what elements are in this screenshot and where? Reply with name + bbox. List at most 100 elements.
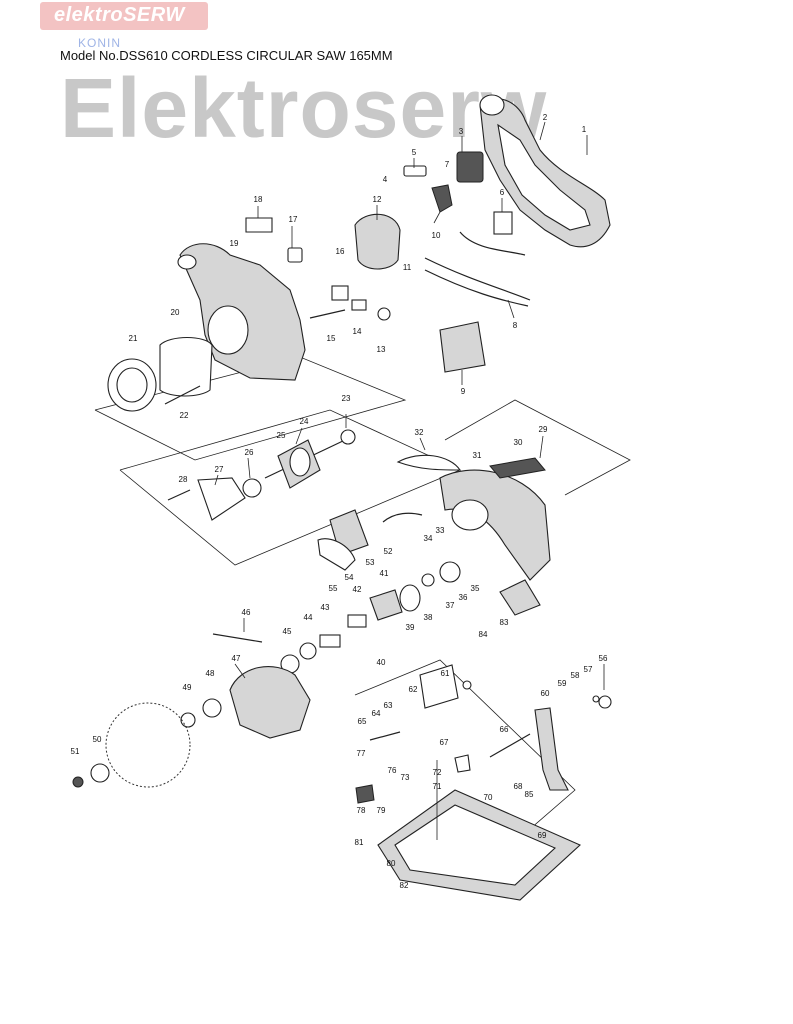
part-label-7: 7	[445, 160, 450, 169]
bearing-38	[421, 573, 435, 587]
model-title: Model No.DSS610 CORDLESS CIRCULAR SAW 16…	[60, 48, 393, 63]
part-label-41: 41	[380, 569, 389, 578]
screw-15	[309, 309, 346, 319]
carbon-brush	[287, 247, 303, 263]
part-label-52: 52	[384, 547, 393, 556]
part-label-55: 55	[329, 584, 338, 593]
logo-subtext: KONIN	[78, 36, 122, 50]
part-label-80: 80	[387, 859, 396, 868]
part-label-47: 47	[232, 654, 241, 663]
elektroserw-logo: elektroSERW	[40, 2, 208, 30]
part-label-58: 58	[571, 671, 580, 680]
part-label-65: 65	[358, 717, 367, 726]
lever-30	[489, 457, 546, 479]
bracket-62	[419, 664, 459, 709]
nut-61	[462, 680, 472, 690]
part-label-11: 11	[403, 263, 412, 272]
bracket-54	[317, 538, 356, 571]
battery-holder	[439, 321, 486, 373]
part-label-31: 31	[473, 451, 482, 460]
part-label-35: 35	[471, 584, 480, 593]
terminal	[493, 211, 513, 235]
part-label-67: 67	[440, 738, 449, 747]
brush-cap	[377, 307, 391, 321]
name-plate	[245, 217, 273, 233]
blade-case	[439, 469, 551, 581]
part-label-59: 59	[558, 679, 567, 688]
switch	[456, 151, 484, 183]
part-label-8: 8	[513, 321, 518, 330]
part-label-56: 56	[599, 654, 608, 663]
brake-plate	[197, 477, 246, 521]
washer-58	[592, 695, 600, 703]
part-label-24: 24	[300, 417, 309, 426]
bearing-44	[299, 642, 317, 660]
clamp-screw-57	[598, 695, 612, 709]
part-label-30: 30	[514, 438, 523, 447]
saw-blade	[105, 702, 191, 788]
part-label-17: 17	[289, 215, 298, 224]
part-label-28: 28	[179, 475, 188, 484]
part-label-13: 13	[377, 345, 386, 354]
part-label-53: 53	[366, 558, 375, 567]
spindle-43	[319, 634, 341, 648]
part-label-20: 20	[171, 308, 180, 317]
part-label-77: 77	[357, 749, 366, 758]
led-52	[382, 512, 423, 523]
part-label-79: 79	[377, 806, 386, 815]
spindle-42	[347, 614, 367, 628]
part-label-42: 42	[353, 585, 362, 594]
part-label-26: 26	[245, 448, 254, 457]
wing-bolt-72	[454, 754, 471, 773]
gear-37	[439, 561, 461, 583]
part-label-19: 19	[230, 239, 239, 248]
guide-rule-60	[534, 707, 569, 791]
part-label-78: 78	[357, 806, 366, 815]
lock-button	[403, 165, 427, 177]
lead-wires	[424, 257, 531, 301]
part-label-66: 66	[500, 725, 509, 734]
part-label-4: 4	[383, 175, 388, 184]
part-label-62: 62	[409, 685, 418, 694]
lever-78	[355, 784, 375, 804]
watermark: Elektroserw	[60, 61, 548, 155]
part-label-83: 83	[500, 618, 509, 627]
part-label-3: 3	[459, 127, 464, 136]
part-label-16: 16	[336, 247, 345, 256]
part-label-25: 25	[277, 431, 286, 440]
trigger	[431, 184, 453, 213]
flange-49	[180, 712, 196, 728]
brush-spring	[351, 299, 367, 311]
fan-baffle	[159, 336, 213, 397]
part-label-51: 51	[71, 747, 80, 756]
part-label-60: 60	[541, 689, 550, 698]
rod-46	[212, 633, 263, 643]
bolt-66	[489, 733, 531, 758]
part-label-48: 48	[206, 669, 215, 678]
part-label-5: 5	[412, 148, 417, 157]
part-label-82: 82	[400, 881, 409, 890]
hex-bolt-51	[72, 776, 84, 788]
part-label-1: 1	[582, 125, 587, 134]
part-label-33: 33	[436, 526, 445, 535]
part-label-71: 71	[433, 782, 442, 791]
part-label-69: 69	[538, 831, 547, 840]
part-label-37: 37	[446, 601, 455, 610]
logo-text: elektroSERW	[54, 4, 185, 26]
screw-22	[164, 385, 201, 405]
ball-bearing-23	[340, 429, 356, 445]
part-label-49: 49	[183, 683, 192, 692]
armature	[264, 439, 346, 489]
part-label-46: 46	[242, 608, 251, 617]
part-label-34: 34	[424, 534, 433, 543]
part-label-15: 15	[327, 334, 336, 343]
part-label-73: 73	[401, 773, 410, 782]
part-label-36: 36	[459, 593, 468, 602]
part-label-6: 6	[500, 188, 505, 197]
part-label-70: 70	[484, 793, 493, 802]
part-label-39: 39	[406, 623, 415, 632]
part-label-2: 2	[543, 113, 548, 122]
part-label-63: 63	[384, 701, 393, 710]
part-label-84: 84	[479, 630, 488, 639]
